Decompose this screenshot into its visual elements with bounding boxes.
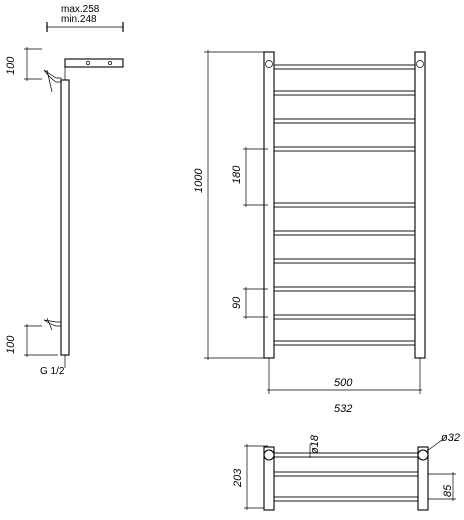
total-height-label: 1000 [193, 168, 205, 193]
top-offset-label: 100 [5, 56, 17, 75]
top-mount-arm [64, 58, 124, 68]
rung [269, 258, 418, 264]
rung [269, 314, 418, 320]
rung [269, 230, 418, 236]
pipe-diameter-leader [426, 439, 443, 452]
thread-label: G 1/2 [40, 366, 65, 377]
spacing-90-label: 90 [231, 296, 243, 309]
rung [269, 202, 418, 208]
top-wall-flange [43, 69, 62, 83]
shelf-rung [269, 496, 423, 502]
max-depth-label: max.258 [61, 4, 100, 15]
rung [269, 64, 418, 70]
rungs [269, 64, 418, 346]
rung [269, 118, 418, 124]
top-view-right-bracket [417, 446, 429, 511]
mount-hole-2 [108, 61, 112, 65]
rung [269, 286, 418, 292]
pipe-diameter-label: ø32 [441, 432, 460, 444]
rung-diameter-label: ø18 [309, 434, 321, 454]
outer-width-label: 532 [334, 403, 352, 415]
side-view: max.258 min.248 100 100 G 1/2 [5, 4, 124, 377]
inner-width-label: 500 [334, 377, 353, 389]
top-flange-edge [46, 69, 53, 93]
mount-hole-1 [86, 61, 90, 65]
shelf-rung [269, 452, 423, 458]
rung [269, 90, 418, 96]
right-vertical-pipe [414, 51, 426, 359]
shelf-rung [269, 471, 423, 477]
side-vertical-pipe [60, 79, 70, 356]
left-pipe-section [263, 449, 275, 461]
top-view: 203 ø18 ø32 85 [232, 432, 460, 511]
right-pipe-section [417, 449, 429, 461]
shelf-spacing-label: 85 [442, 484, 454, 497]
min-depth-label: min.248 [61, 14, 97, 25]
bottom-offset-label: 100 [5, 335, 17, 354]
front-view: 1000 180 90 5 [193, 50, 426, 415]
depth-203-label: 203 [232, 468, 244, 488]
right-top-plug-icon [416, 60, 424, 68]
top-view-left-bracket [263, 446, 275, 511]
spacing-180-label: 180 [231, 165, 243, 184]
bottom-wall-flange [43, 319, 62, 327]
rung [269, 146, 418, 152]
left-top-plug-icon [265, 60, 273, 68]
rung [269, 340, 418, 346]
bottom-flange-edge [46, 317, 53, 331]
